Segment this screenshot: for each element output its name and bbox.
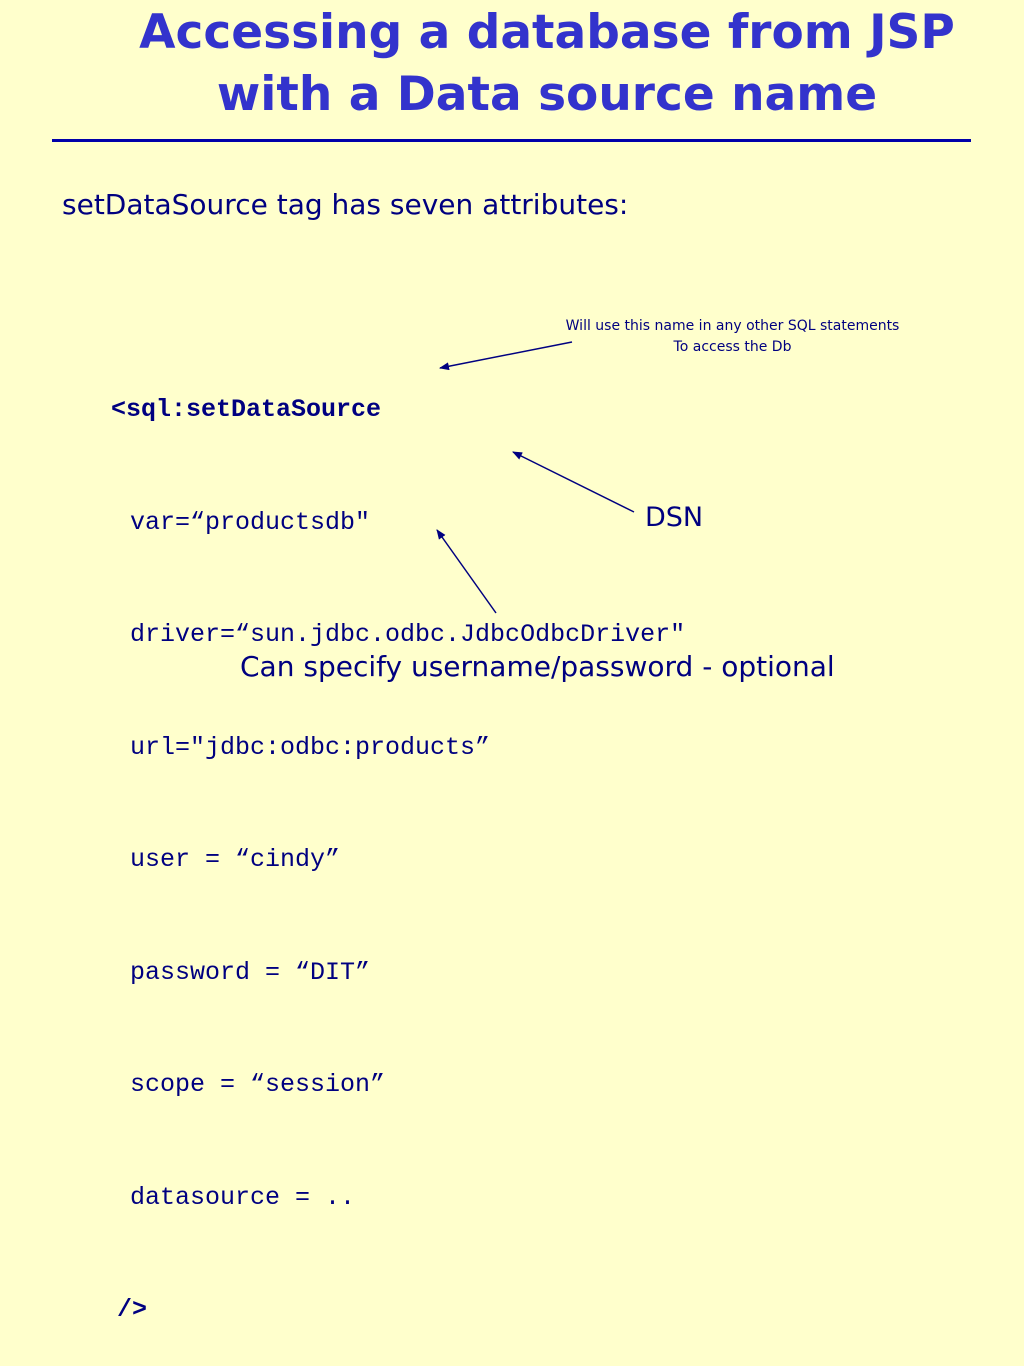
code-open-tag: <sql:setDataSource bbox=[111, 395, 382, 424]
arrow-to-var bbox=[439, 341, 573, 371]
title-line-1: Accessing a database from JSP bbox=[139, 5, 955, 60]
var-annotation-line-2: To access the Db bbox=[673, 339, 792, 355]
annotation-arrows bbox=[436, 341, 635, 614]
var-annotation: Will use this name in any other SQL stat… bbox=[540, 316, 925, 358]
code-attr-scope: scope = “session” bbox=[130, 1070, 386, 1099]
title-line-2: with a Data source name bbox=[216, 67, 878, 122]
title-divider bbox=[52, 139, 971, 142]
subtitle: setDataSource tag has seven attributes: bbox=[62, 188, 629, 221]
optional-note: Can specify username/password - optional bbox=[240, 650, 835, 683]
dsn-label: DSN bbox=[645, 502, 704, 533]
code-close-tag: /> bbox=[117, 1295, 148, 1324]
arrow-to-url bbox=[512, 451, 635, 513]
code-attr-password: password = “DIT” bbox=[130, 957, 371, 987]
var-annotation-line-1: Will use this name in any other SQL stat… bbox=[565, 318, 900, 334]
slide-title: Accessing a database from JSP with a Dat… bbox=[0, 2, 1024, 126]
arrow-to-password bbox=[436, 529, 497, 614]
code-attr-user: user = “cindy” bbox=[130, 845, 341, 874]
code-attr-driver: driver=“sun.jdbc.odbc.JdbcOdbcDriver" bbox=[130, 620, 686, 649]
code-attr-url: url="jdbc:odbc:products” bbox=[130, 732, 491, 762]
code-attr-datasource: datasource = .. bbox=[130, 1182, 356, 1212]
code-attr-var: var=“productsdb" bbox=[130, 507, 371, 537]
